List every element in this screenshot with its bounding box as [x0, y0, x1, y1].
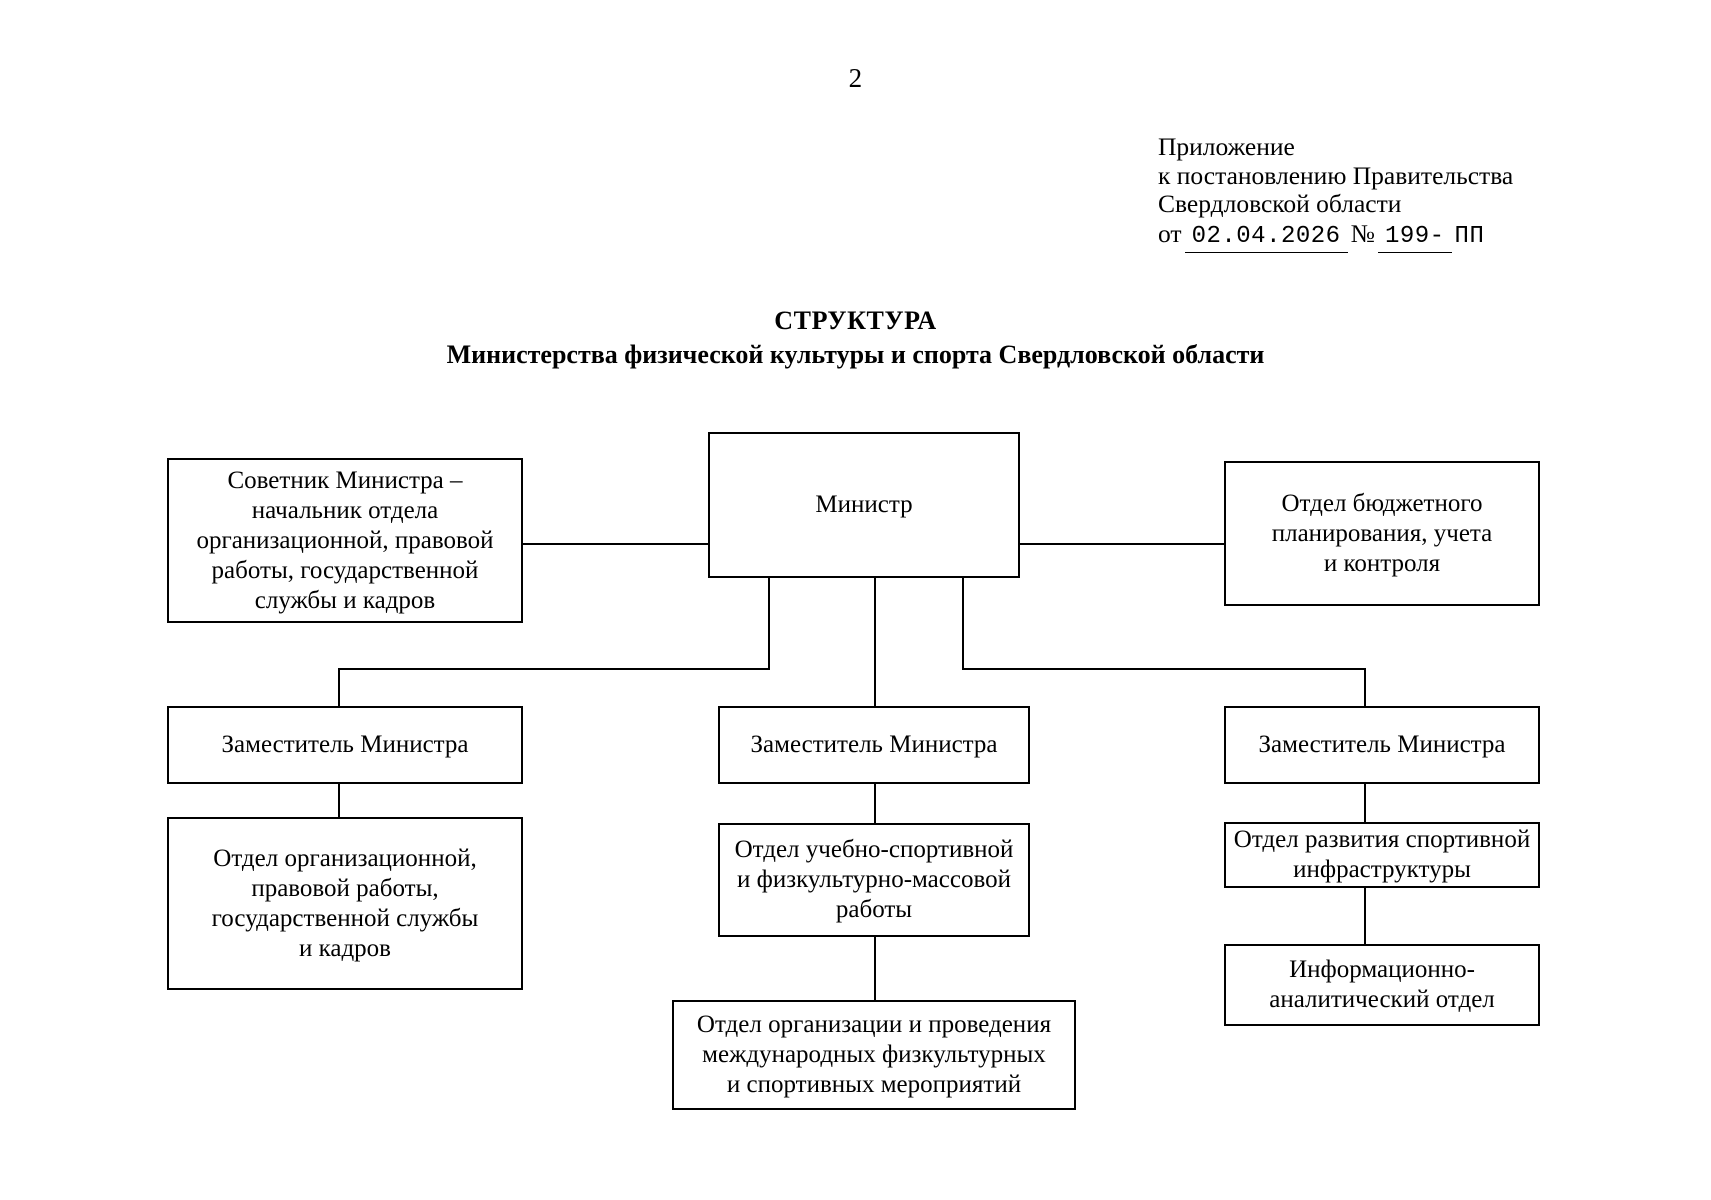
budget-line-2: планирования, учета: [1271, 519, 1493, 547]
events-line-3: и спортивных мероприятий: [726, 1071, 1022, 1098]
connector-minister-budget: [1020, 543, 1224, 545]
events-line-1: Отдел организации и проведения: [696, 1011, 1052, 1038]
org-legal-line-4: и кадров: [298, 934, 391, 962]
node-info-analytic-dept[interactable]: Информационно- аналитический отдел: [1224, 944, 1540, 1026]
number-symbol: №: [1350, 218, 1375, 248]
node-advisor[interactable]: Советник Министра – начальник отдела орг…: [167, 458, 523, 623]
advisor-line-3: организационной, правовой: [196, 526, 494, 554]
infrastructure-line-2: инфраструктуры: [1293, 856, 1471, 883]
node-sport-edu-label: Отдел учебно-спортивной и физкультурно-м…: [729, 835, 1020, 925]
connector-bus-right-drop: [1364, 668, 1366, 706]
appendix-line-3: Свердловской области: [1158, 189, 1402, 218]
node-deputy-left-label: Заместитель Министра: [221, 731, 469, 758]
connector-deputy-left-org: [338, 784, 340, 817]
node-org-legal-label: Отдел организационной, правовой работы, …: [206, 844, 485, 964]
connector-minister-deputy-center: [874, 578, 876, 706]
connector-deputy-center-sport: [874, 784, 876, 823]
info-analytic-line-2: аналитический отдел: [1269, 986, 1495, 1013]
node-deputy-left[interactable]: Заместитель Министра: [167, 706, 523, 784]
sport-edu-line-1: Отдел учебно-спортивной: [734, 836, 1014, 863]
advisor-line-5: службы и кадров: [254, 586, 436, 614]
node-deputy-center[interactable]: Заместитель Министра: [718, 706, 1030, 784]
page-number: 2: [848, 63, 863, 93]
node-deputy-right-label: Заместитель Министра: [1258, 731, 1506, 758]
connector-bus-left-drop: [338, 668, 340, 706]
advisor-line-4: работы, государственной: [211, 556, 479, 584]
node-org-legal-dept[interactable]: Отдел организационной, правовой работы, …: [167, 817, 523, 990]
node-advisor-label: Советник Министра – начальник отдела орг…: [190, 466, 499, 616]
node-budget-label: Отдел бюджетного планирования, учета и к…: [1266, 489, 1499, 579]
node-infrastructure-dept[interactable]: Отдел развития спортивной инфраструктуры: [1224, 822, 1540, 888]
appendix-line-1: Приложение: [1158, 132, 1295, 161]
connector-bus-right: [962, 668, 1366, 670]
connector-infra-info: [1364, 888, 1366, 944]
date-prefix-label: от: [1158, 218, 1182, 248]
document-subtitle: Министерства физической культуры и спорт…: [446, 340, 1265, 369]
appendix-line-2: к постановлению Правительства: [1158, 160, 1514, 190]
node-events-dept[interactable]: Отдел организации и проведения междунаро…: [672, 1000, 1076, 1110]
org-legal-line-3: государственной службы: [211, 904, 479, 932]
number-value: 199-: [1377, 223, 1452, 253]
budget-line-1: Отдел бюджетного: [1281, 489, 1483, 517]
date-value: 02.04.2026: [1184, 223, 1348, 253]
node-deputy-right[interactable]: Заместитель Министра: [1224, 706, 1540, 784]
org-legal-line-2: правовой работы,: [251, 874, 439, 902]
advisor-line-1: Советник Министра –: [227, 466, 463, 494]
org-legal-line-1: Отдел организационной,: [213, 844, 477, 872]
node-budget-dept[interactable]: Отдел бюджетного планирования, учета и к…: [1224, 461, 1540, 606]
connector-minister-stem-left: [768, 578, 770, 670]
connector-sport-events: [874, 937, 876, 1000]
budget-line-3: и контроля: [1323, 549, 1441, 577]
connector-minister-stem-right: [962, 578, 964, 670]
number-suffix: ПП: [1454, 222, 1485, 250]
connector-deputy-right-infra: [1364, 784, 1366, 822]
node-minister-label: Министр: [815, 491, 913, 518]
advisor-line-2: начальник отдела: [251, 496, 439, 524]
infrastructure-line-1: Отдел развития спортивной: [1233, 826, 1531, 853]
connector-bus-left: [338, 668, 770, 670]
connector-minister-advisor: [523, 543, 708, 545]
node-infrastructure-label: Отдел развития спортивной инфраструктуры: [1228, 825, 1536, 885]
node-events-label: Отдел организации и проведения междунаро…: [691, 1010, 1057, 1100]
node-deputy-center-label: Заместитель Министра: [750, 731, 998, 758]
events-line-2: международных физкультурных: [702, 1041, 1046, 1068]
info-analytic-line-1: Информационно-: [1289, 956, 1475, 983]
node-info-analytic-label: Информационно- аналитический отдел: [1263, 955, 1501, 1015]
node-sport-edu-dept[interactable]: Отдел учебно-спортивной и физкультурно-м…: [718, 823, 1030, 937]
node-minister[interactable]: Министр: [708, 432, 1020, 578]
appendix-block: Приложение к постановлению Правительства…: [1158, 132, 1514, 253]
document-title: СТРУКТУРА: [774, 306, 937, 335]
sport-edu-line-3: работы: [835, 896, 913, 923]
sport-edu-line-2: и физкультурно-массовой: [737, 866, 1011, 893]
appendix-date-line: от 02.04.2026 № 199- ПП: [1158, 218, 1513, 253]
